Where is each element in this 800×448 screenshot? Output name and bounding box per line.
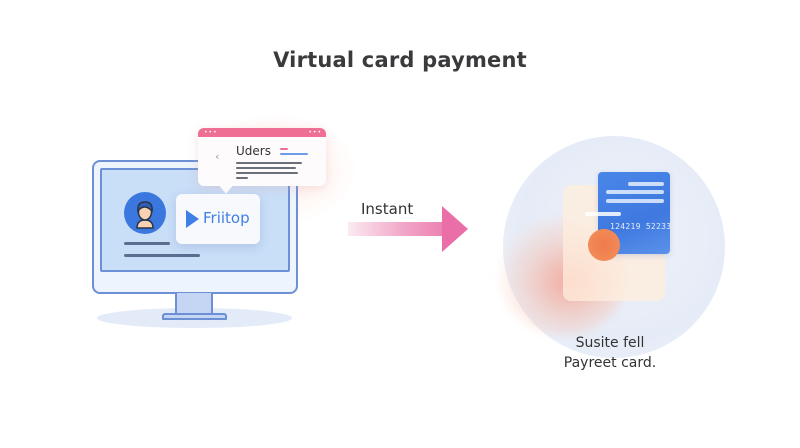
back-chevron-icon: ‹ [215,150,220,163]
card-logo-circle-icon [588,229,620,261]
arrow-right-icon [442,206,468,252]
popup-text-line [236,167,296,169]
window-dots-icon: ••• [204,129,218,136]
card-line [628,182,664,186]
screen-text-line [124,242,170,245]
window-dots-icon: ••• [308,129,322,136]
popup-accent-line [280,148,288,150]
popup-tail [218,184,234,194]
user-avatar-icon [124,192,166,234]
caption-line-2: Payreet card. [563,355,657,371]
card-line [606,199,664,203]
popup-text-line [236,162,302,164]
popup-accent-line [280,153,308,155]
screen-text-line [124,254,200,257]
arrow-label: Instant [361,200,414,218]
monitor-stand-base [162,313,227,320]
popup-title: Uders [236,144,271,158]
card-stripe [585,212,621,216]
card-caption: Susite fell Payreet card. [530,333,690,373]
popup-text-line [236,172,298,174]
app-card: Friitop [176,194,260,244]
monitor-stand-neck [175,293,213,315]
caption-line-1: Susite fell [575,335,645,351]
play-icon [186,210,199,228]
popup-title-bar: ••• ••• [198,128,326,137]
app-card-label: Friitop [203,209,250,227]
users-popup-window: ••• ••• ‹ Uders [198,128,326,194]
diagram-title: Virtual card payment [273,48,527,72]
card-number: 124219 52233 [610,222,672,231]
arrow-shaft [348,222,444,236]
card-line [606,190,664,194]
popup-text-line [236,177,248,179]
